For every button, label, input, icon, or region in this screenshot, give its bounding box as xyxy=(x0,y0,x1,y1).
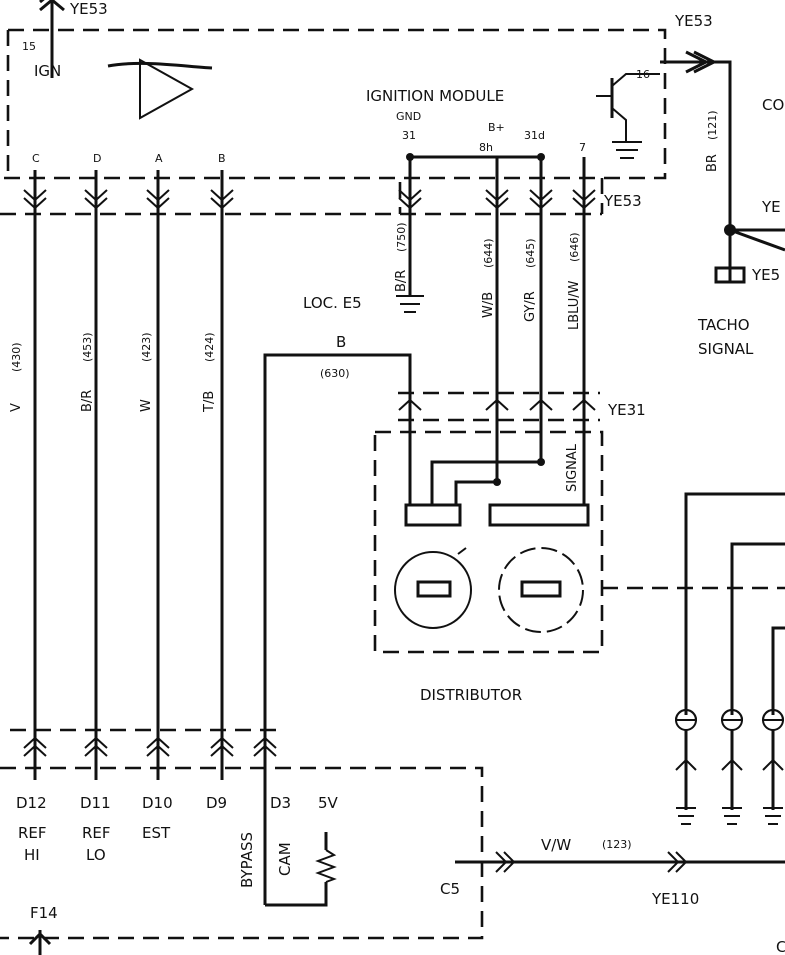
ye110-label: YE110 xyxy=(651,890,699,908)
pin-8h-label: 8h xyxy=(479,141,493,154)
pin-31-label: 31 xyxy=(402,129,416,142)
ecm-pin-d3: D3 xyxy=(270,794,291,812)
svg-text:(430): (430) xyxy=(10,342,23,372)
wire-wb-644: W/B (644) xyxy=(481,157,499,485)
pin-letter-row: C D A B xyxy=(32,152,226,165)
wire-lbluw-646: LBLU/W (646) xyxy=(567,157,586,505)
svg-text:(645): (645) xyxy=(524,238,537,268)
ign-label: IGN xyxy=(34,62,61,80)
svg-text:GY/R: GY/R xyxy=(523,291,538,322)
distributor-internals: SIGNAL DISTRIBUTOR xyxy=(394,443,590,704)
svg-text:(630): (630) xyxy=(320,367,350,380)
ecm-5v-label: 5V xyxy=(318,794,339,812)
svg-text:V/W: V/W xyxy=(541,836,571,854)
ecm-pin-d12: D12 xyxy=(16,794,47,812)
ecm-pin-labels: D12 REF HI D11 REF LO D10 EST D9 D3 5V B… xyxy=(16,794,339,888)
distributor-cam-left xyxy=(394,551,472,629)
pin-15-label: 15 xyxy=(22,40,36,53)
f14-label: F14 xyxy=(30,904,58,922)
ye5-right-label: YE5 xyxy=(751,266,780,284)
pin-letter-a: A xyxy=(155,152,163,165)
svg-text:(453): (453) xyxy=(81,332,94,362)
svg-text:(424): (424) xyxy=(203,332,216,362)
connector-ye31-dashed xyxy=(398,391,600,422)
bypass-label: BYPASS xyxy=(238,832,256,888)
cam-label: CAM xyxy=(276,842,294,876)
right-sensor-group xyxy=(674,492,785,825)
wire-b-630: B (630) xyxy=(263,333,412,905)
distributor-title: DISTRIBUTOR xyxy=(420,686,522,704)
corner-label: C xyxy=(776,938,785,955)
svg-text:B: B xyxy=(336,333,346,351)
ye53-right-top-label: YE53 xyxy=(674,12,713,30)
ye31-label: YE31 xyxy=(607,401,646,419)
bypass-connector xyxy=(253,736,277,757)
module-wire-bundle: B/R (750) W/B (644) GY/R (645) LBLU/W (6… xyxy=(394,157,596,505)
ignition-module-title: IGNITION MODULE xyxy=(366,87,504,105)
tacho-right-label: CO xyxy=(762,96,784,114)
bplus-label: B+ xyxy=(488,121,505,134)
wire-tb-424: T/B (424) xyxy=(202,170,224,780)
svg-text:LBLU/W: LBLU/W xyxy=(567,280,582,330)
pin-31d-label: 31d xyxy=(524,129,545,142)
pin-letter-c: C xyxy=(32,152,40,165)
svg-text:W/B: W/B xyxy=(481,292,496,318)
svg-text:LO: LO xyxy=(86,846,106,864)
svg-text:HI: HI xyxy=(24,846,40,864)
ecm-enclosure xyxy=(0,728,484,940)
c5-label: C5 xyxy=(440,880,460,898)
ye-right-mid-label: YE xyxy=(761,198,781,216)
svg-text:V: V xyxy=(9,403,24,412)
wire-br-750-ground: B/R (750) xyxy=(394,157,424,313)
svg-text:(750): (750) xyxy=(395,222,408,252)
left-wire-bundle: V (430) B/R (453) W (423) T/B (424) xyxy=(9,170,234,780)
svg-text:(646): (646) xyxy=(568,232,581,262)
ecm-resistor xyxy=(265,832,337,907)
ecm-pin-d10: D10 xyxy=(142,794,173,812)
svg-text:EST: EST xyxy=(142,824,171,842)
svg-text:B/R: B/R xyxy=(394,270,409,292)
gnd-label: GND xyxy=(396,110,421,123)
ecm-pin-d9: D9 xyxy=(206,794,227,812)
gnd-bus xyxy=(406,153,545,161)
ignition-module-enclosure xyxy=(0,28,667,180)
f14-connector: F14 xyxy=(28,904,58,955)
wire-v-430: V (430) xyxy=(9,170,37,780)
pin-letter-b: B xyxy=(218,152,226,165)
svg-text:REF: REF xyxy=(18,824,47,842)
svg-text:T/B: T/B xyxy=(202,391,217,413)
svg-text:(423): (423) xyxy=(140,332,153,362)
svg-text:REF: REF xyxy=(82,824,111,842)
ye53-top-label: YE53 xyxy=(69,0,108,18)
wire-w-423: W (423) xyxy=(139,170,160,780)
pin-letter-d: D xyxy=(93,152,101,165)
tacho-label-line1: TACHO xyxy=(697,316,750,334)
ye53-mid-label: YE53 xyxy=(603,192,642,210)
tacho-label-line2: SIGNAL xyxy=(698,340,754,358)
svg-text:(123): (123) xyxy=(602,838,632,851)
loc-e5-label: LOC. E5 xyxy=(303,294,362,312)
wire-gyr-645: GY/R (645) xyxy=(523,157,543,462)
amplifier-symbol xyxy=(107,58,213,120)
wire-vw-123: V/W (123) YE110 C5 xyxy=(440,836,785,908)
distributor-cam-right xyxy=(498,547,584,633)
tacho-wire-circuit: (121) xyxy=(706,110,719,140)
tacho-wire: YE53 YE YE5 CO BR (121) TACHO SIGNAL xyxy=(660,12,785,358)
pin-7-label: 7 xyxy=(579,141,586,154)
svg-text:W: W xyxy=(139,399,154,412)
ign-connector: YE53 15 IGN xyxy=(22,0,108,80)
signal-label: SIGNAL xyxy=(565,443,580,492)
tacho-wire-color: BR xyxy=(705,154,720,172)
wire-br-453: B/R (453) xyxy=(80,170,98,780)
ecm-pin-d11: D11 xyxy=(80,794,111,812)
transistor-symbol xyxy=(596,73,660,159)
distributor-enclosure xyxy=(373,430,785,654)
svg-text:B/R: B/R xyxy=(80,390,95,412)
svg-text:(644): (644) xyxy=(482,238,495,268)
